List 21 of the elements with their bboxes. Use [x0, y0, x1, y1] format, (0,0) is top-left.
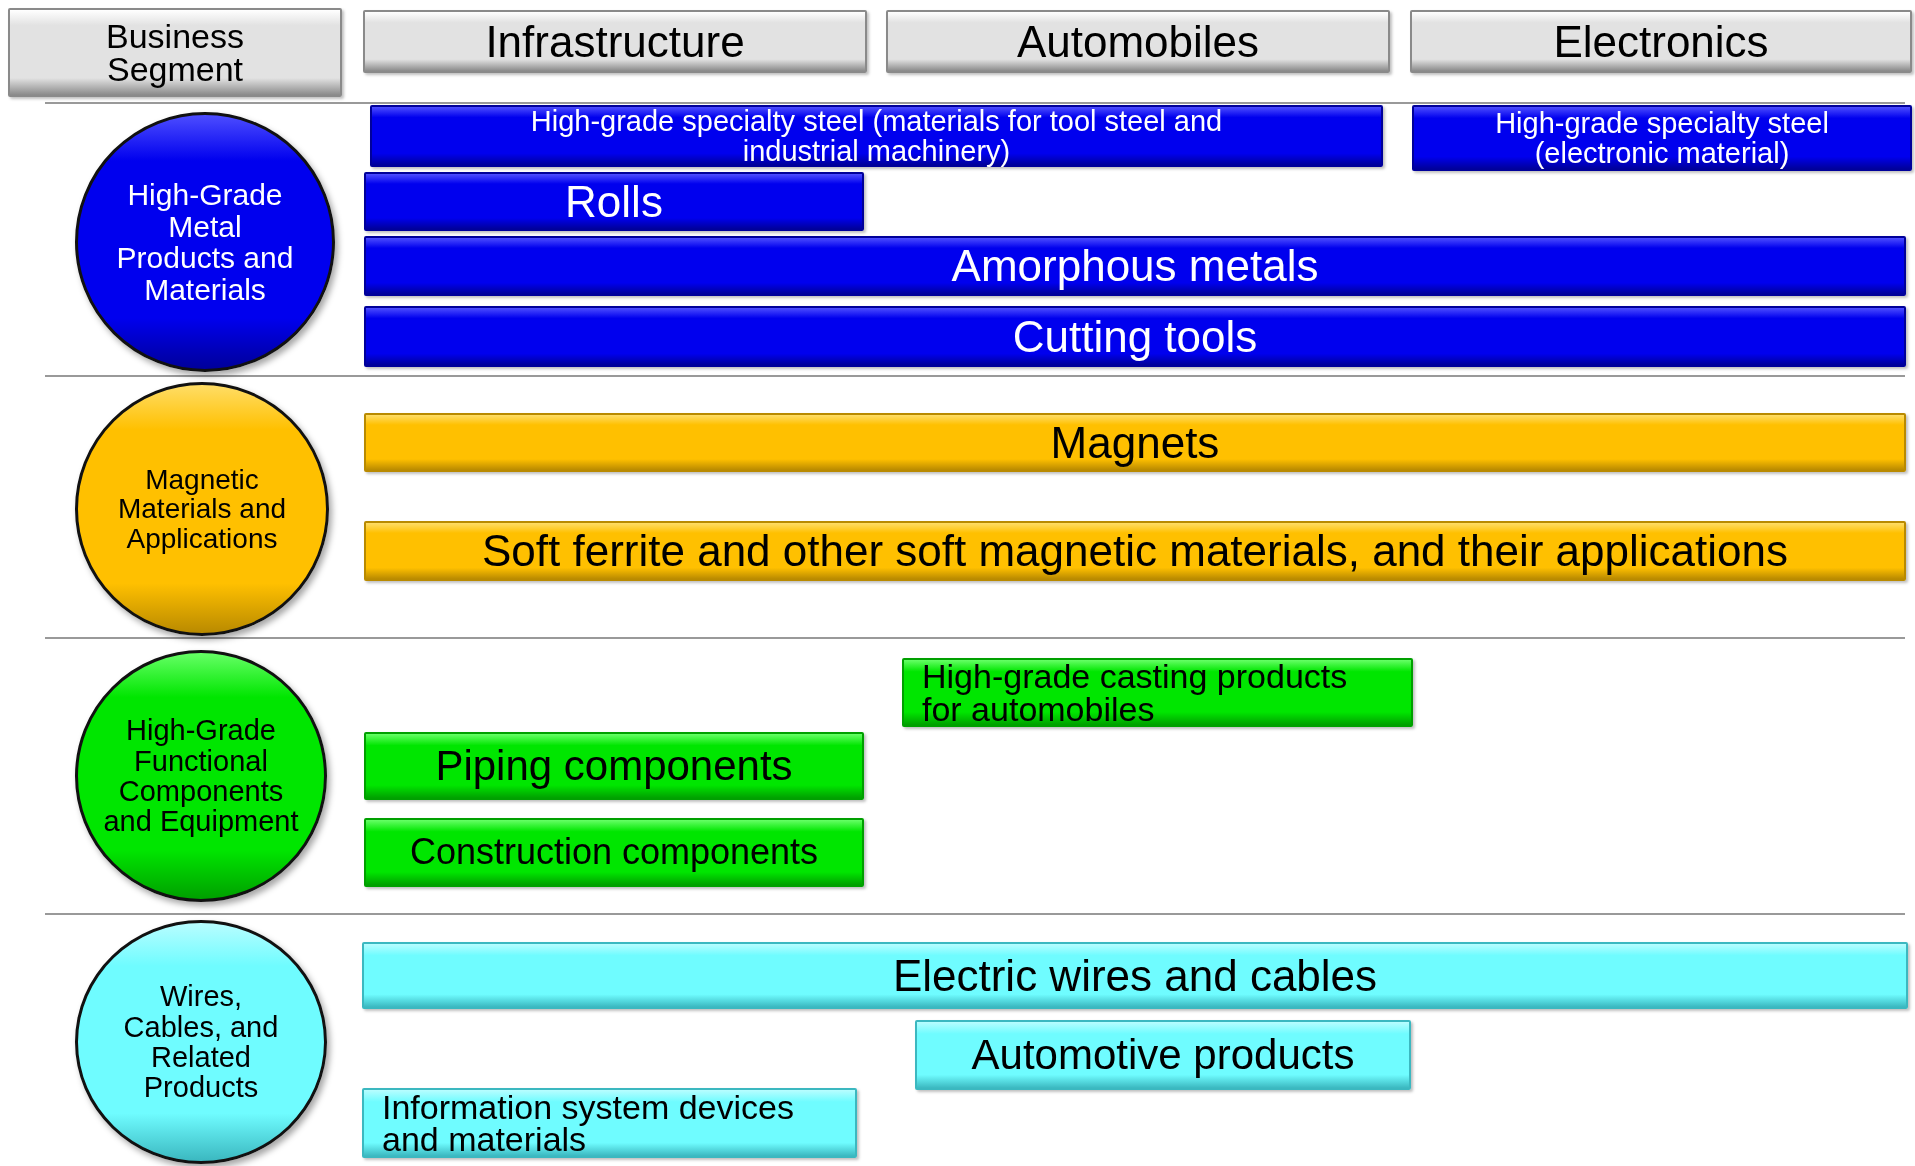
segment-circle: Wires, Cables, and Related Products [75, 920, 327, 1164]
column-header: Electronics [1410, 10, 1912, 73]
segment-circle: High-Grade Metal Products and Materials [75, 112, 335, 372]
product-bar: Construction components [364, 818, 864, 887]
column-header: Infrastructure [363, 10, 867, 73]
product-bar: High-grade specialty steel (materials for tool steel and industrial machinery) [370, 105, 1383, 167]
column-header: Business Segment [8, 8, 342, 97]
product-bar: Automotive products [915, 1020, 1411, 1090]
product-bar: Piping components [364, 732, 864, 800]
product-bar: Information system devices and materials [362, 1088, 857, 1158]
product-bar: High-grade casting products for automobiles [902, 658, 1413, 727]
product-bar: Electric wires and cables [362, 942, 1908, 1009]
segment-circle: High-Grade Functional Components and Equipment [75, 650, 327, 902]
product-bar: Soft ferrite and other soft magnetic materials, and their applications [364, 521, 1906, 581]
product-bar: Amorphous metals [364, 236, 1906, 296]
product-bar: Rolls [364, 172, 864, 231]
product-bar: Cutting tools [364, 306, 1906, 367]
column-header: Automobiles [886, 10, 1390, 73]
product-bar: Magnets [364, 413, 1906, 472]
product-bar: High-grade specialty steel (electronic material) [1412, 105, 1912, 171]
segment-circle: Magnetic Materials and Applications [75, 382, 329, 636]
